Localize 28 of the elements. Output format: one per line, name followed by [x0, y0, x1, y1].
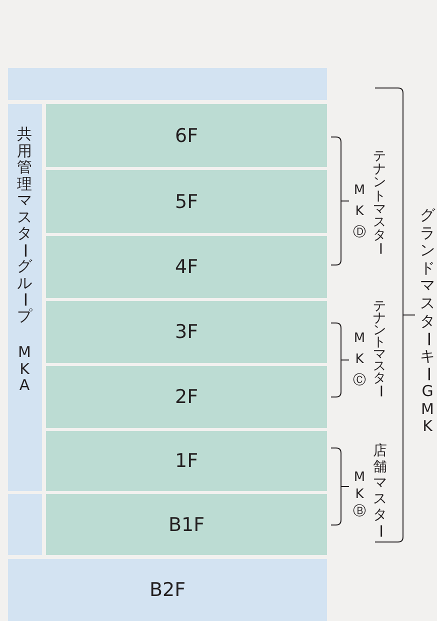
- bracket-label: テナントマスター: [372, 301, 387, 397]
- floor-label: 5F: [174, 190, 198, 212]
- band-label: MKA: [17, 344, 32, 394]
- floor-label: 2F: [174, 386, 198, 408]
- floor-cell: [46, 366, 327, 428]
- floor-cell: [46, 170, 327, 233]
- floor-label: 1F: [174, 450, 198, 472]
- floor-label: 6F: [174, 124, 198, 146]
- blank-cell: [8, 68, 327, 100]
- bracket-label: テナントマスター: [372, 150, 387, 256]
- floor-label: B1F: [168, 514, 205, 536]
- bracket-label: 店舗マスター: [372, 443, 388, 539]
- floor-label: 4F: [174, 256, 198, 278]
- bracket-label: MKⒸ: [352, 330, 367, 390]
- floor-cell: [46, 431, 327, 491]
- blank-cell: [8, 494, 42, 555]
- floor-label: 3F: [174, 321, 198, 343]
- floor-cell: [8, 559, 327, 621]
- band-label: 共用管理マスターグループ: [16, 126, 33, 324]
- column-band: [8, 104, 42, 491]
- floor-cell: [46, 236, 327, 298]
- floor-cell: [46, 301, 327, 363]
- floor-cell: [46, 494, 327, 555]
- bracket-label: グランドマスターキーGMK: [419, 207, 436, 436]
- floor-label: B2F: [149, 579, 186, 601]
- bracket-label: MKⒷ: [352, 469, 367, 520]
- floor-cell: [46, 104, 327, 167]
- bracket-label: MKⒹ: [352, 182, 367, 242]
